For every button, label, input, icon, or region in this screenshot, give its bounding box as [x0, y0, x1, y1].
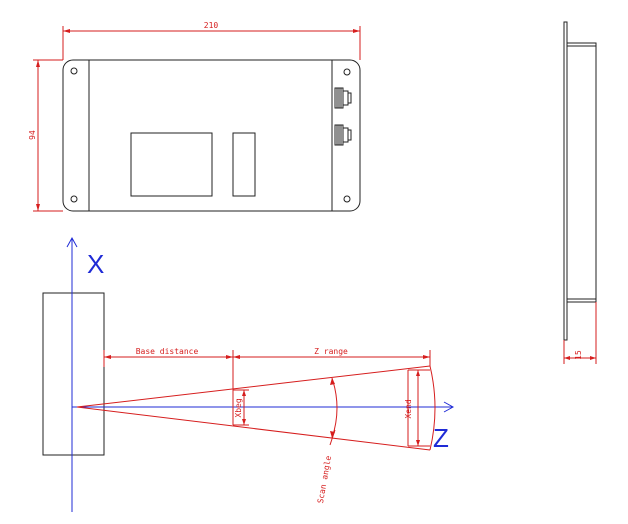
x-beg-marker: [232, 389, 249, 426]
scan-angle-arc: [331, 377, 338, 439]
scan-angle-label: Scan angle: [316, 455, 333, 504]
beam-end-arc: [429, 365, 436, 451]
mounting-hole-bottom-right: [343, 195, 351, 203]
scan-angle-marker: [329, 377, 338, 446]
x-end-label: Xend: [404, 399, 413, 418]
sensor-top-view: [62, 59, 361, 212]
optical-window-large: [130, 132, 213, 197]
connector-bottom: [334, 124, 352, 146]
z-range-label: Z range: [314, 347, 348, 356]
scan-angle-leader: [329, 429, 336, 446]
mounting-hole-bottom-left: [70, 195, 78, 203]
sensor-side-view: [563, 21, 597, 341]
width-dimension-label: 210: [204, 21, 219, 30]
beam-upper-edge: [76, 365, 431, 408]
beam-lower-edge: [76, 406, 431, 451]
optical-window-small: [232, 132, 256, 197]
housing-outline: [62, 59, 361, 212]
mounting-hole-top-right: [343, 68, 351, 76]
x-axis-arrowhead: [66, 236, 78, 248]
top-view-dimensions: [33, 26, 361, 212]
z-axis-arrowhead: [443, 401, 455, 413]
mounting-hole-top-left: [70, 67, 78, 75]
height-dimension-label: 94: [28, 130, 37, 140]
side-view-dimensions: [563, 302, 597, 364]
z-axis-label: Z: [433, 423, 449, 453]
x-axis-label: X: [87, 249, 104, 279]
connector-top: [334, 87, 352, 109]
base-distance-label: Base distance: [136, 347, 199, 356]
thickness-dimension-label: 15: [574, 350, 583, 360]
coordinate-axes: [66, 236, 455, 512]
scan-beam: [76, 365, 436, 451]
sensor-side-block: [42, 292, 105, 456]
x-beg-label: Xbeg: [234, 398, 243, 417]
range-dimensions: [103, 350, 431, 390]
sensor-body-outline: [42, 292, 105, 456]
x-end-marker: [408, 369, 430, 447]
side-view-body: [566, 42, 597, 303]
